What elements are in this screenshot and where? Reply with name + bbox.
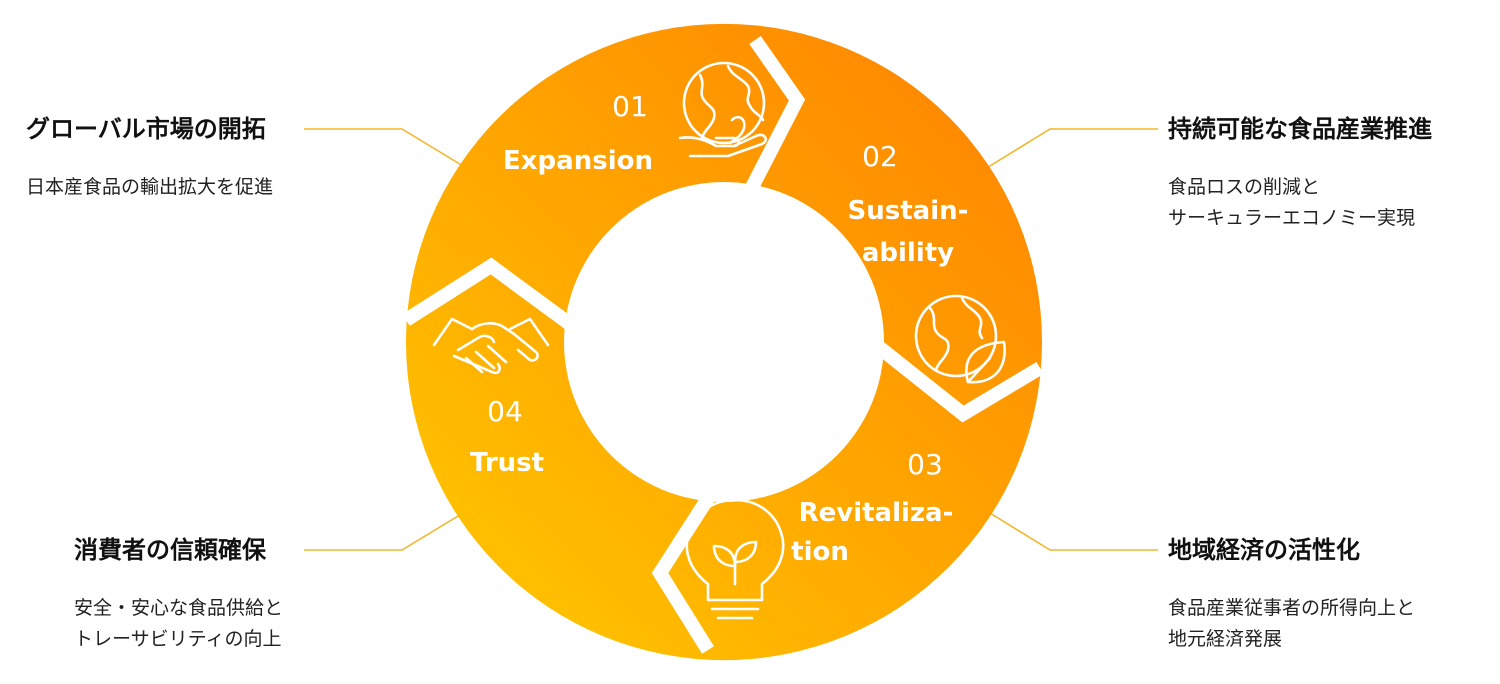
segment-02: 02 Sustain- ability xyxy=(848,140,969,268)
handshake-icon xyxy=(432,317,550,375)
callout-desc: 食品産業従事者の所得向上と xyxy=(1168,597,1416,619)
globe-leaf-icon xyxy=(914,294,1006,384)
callout-desc: サーキュラーエコノミー実現 xyxy=(1168,207,1416,229)
segment-label: Expansion xyxy=(503,146,653,176)
callout-desc: 安全・安心な食品供給と xyxy=(74,597,284,619)
segment-label: tion xyxy=(791,537,849,567)
segment-number: 03 xyxy=(907,448,943,481)
segment-number: 04 xyxy=(487,395,523,428)
callout-title: 持続可能な食品産業推進 xyxy=(1168,115,1432,143)
callout-title: 消費者の信頼確保 xyxy=(74,536,266,564)
connector-top-right xyxy=(984,128,1158,170)
segment-number: 02 xyxy=(862,140,898,173)
callout-title: 地域経済の活性化 xyxy=(1168,536,1360,564)
connector-bottom-left xyxy=(304,509,469,551)
segment-number: 01 xyxy=(612,90,648,123)
connector-bottom-right xyxy=(984,509,1158,551)
segment-label: Trust xyxy=(470,448,544,478)
lightbulb-sprout-icon xyxy=(685,498,785,620)
callout-top-right: 持続可能な食品産業推進 食品ロスの削減と サーキュラーエコノミー実現 xyxy=(1168,114,1432,234)
segment-03: 03 Revitaliza- tion xyxy=(791,448,953,567)
callout-title: グローバル市場の開拓 xyxy=(26,115,266,143)
segment-01: 01 Expansion xyxy=(503,90,653,176)
callout-desc: トレーサビリティの向上 xyxy=(74,628,282,650)
segment-label: Revitaliza- xyxy=(799,498,954,528)
callout-desc: 地元経済発展 xyxy=(1168,628,1283,650)
connector-top-left xyxy=(304,128,469,170)
cycle-ring xyxy=(406,23,1042,661)
segment-label: Sustain- xyxy=(848,196,969,226)
callout-bottom-right: 地域経済の活性化 食品産業従事者の所得向上と 地元経済発展 xyxy=(1168,535,1415,655)
callout-top-left: グローバル市場の開拓 日本産食品の輸出拡大を促進 xyxy=(26,114,273,203)
callout-desc: 日本産食品の輸出拡大を促進 xyxy=(26,176,274,198)
callout-bottom-left: 消費者の信頼確保 安全・安心な食品供給と トレーサビリティの向上 xyxy=(74,535,283,655)
segment-04: 04 Trust xyxy=(470,395,544,478)
segment-label: ability xyxy=(862,238,954,268)
globe-hand-icon xyxy=(678,61,768,158)
callout-desc: 食品ロスの削減と xyxy=(1168,176,1321,198)
